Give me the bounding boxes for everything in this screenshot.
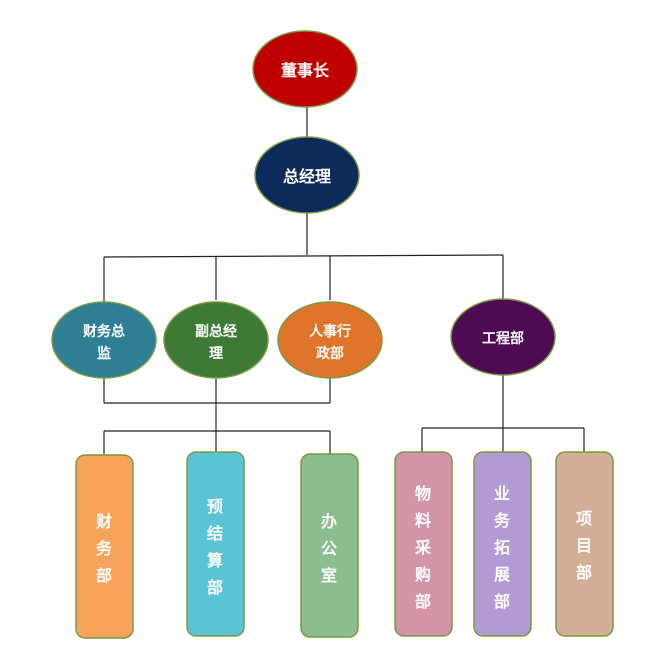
dept-business-dev-char: 业 — [494, 484, 510, 503]
deputy-gm-node: 副总经 理 — [163, 301, 269, 379]
dept-finance-char: 务 — [96, 539, 113, 558]
dept-budget-char: 预 — [207, 497, 223, 516]
dept-office: 办 公 室 — [300, 453, 359, 638]
dept-budget-char: 结 — [206, 524, 223, 543]
dept-finance: 财 务 部 — [75, 454, 134, 639]
dept-business-dev: 业 务 拓 展 部 — [473, 451, 532, 637]
dept-projects: 项 目 部 — [555, 451, 614, 637]
connector-lines — [103, 106, 585, 455]
dept-office-char: 室 — [321, 566, 337, 585]
dept-procurement-char: 物 — [415, 484, 431, 503]
dept-budget-char: 部 — [207, 578, 223, 597]
general-manager-label: 总经理 — [283, 167, 331, 186]
dept-budget: 预 结 算 部 — [186, 451, 245, 637]
dept-projects-char: 部 — [576, 563, 592, 582]
finance-director-label-line1: 财务总 — [82, 323, 125, 340]
dept-procurement-char: 购 — [415, 565, 431, 584]
finance-director-label-line2: 监 — [97, 345, 111, 362]
dept-procurement: 物 料 采 购 部 — [394, 451, 453, 637]
hr-admin-label-line1: 人事行 — [309, 323, 351, 340]
general-manager-node: 总经理 — [254, 136, 360, 214]
dept-business-dev-char: 拓 — [494, 538, 510, 557]
dept-projects-char: 目 — [576, 536, 592, 555]
chairman-node: 董事长 — [252, 30, 358, 108]
dept-business-dev-char: 展 — [494, 565, 511, 584]
chairman-label: 董事长 — [281, 61, 330, 80]
finance-director-node: 财务总 监 — [51, 301, 157, 379]
hr-admin-node: 人事行 政部 — [277, 301, 383, 379]
dept-projects-char: 项 — [576, 509, 592, 528]
hr-admin-label-line2: 政部 — [316, 345, 344, 362]
dept-procurement-char: 部 — [415, 592, 431, 611]
dept-business-dev-char: 务 — [494, 511, 511, 530]
dept-procurement-char: 采 — [414, 538, 431, 557]
engineering-label: 工程部 — [482, 330, 524, 347]
dept-business-dev-char: 部 — [494, 592, 510, 611]
dept-finance-char: 部 — [96, 566, 112, 585]
dept-budget-char: 算 — [207, 551, 223, 570]
deputy-gm-label-line1: 副总经 — [195, 323, 237, 340]
engineering-node: 工程部 — [450, 298, 556, 376]
deputy-gm-label-line2: 理 — [209, 346, 223, 362]
dept-procurement-char: 料 — [415, 511, 431, 530]
dept-office-char: 办 — [321, 512, 337, 531]
dept-office-char: 公 — [321, 539, 337, 558]
dept-finance-char: 财 — [95, 512, 112, 531]
